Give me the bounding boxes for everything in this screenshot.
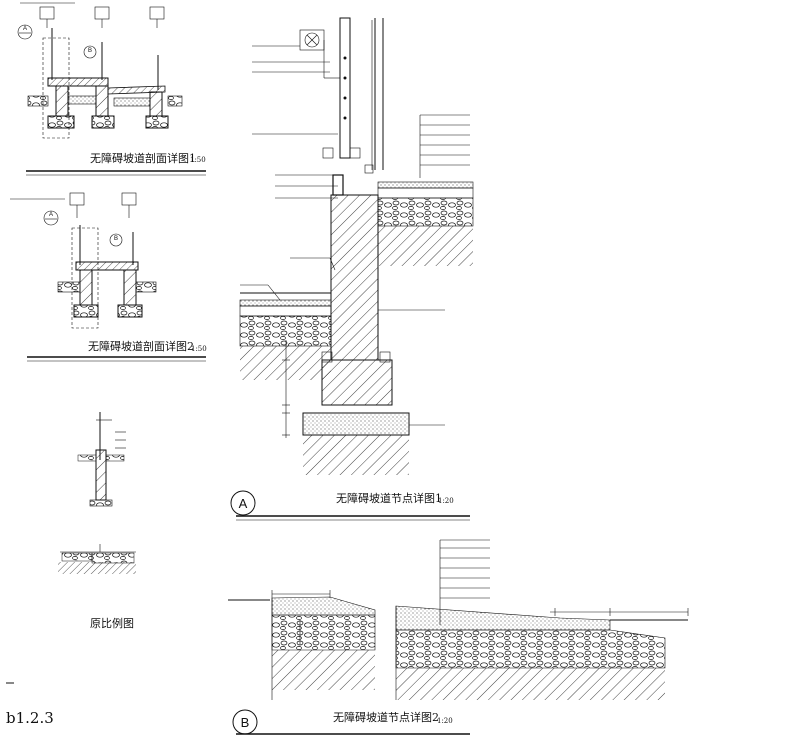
svg-text:B: B — [114, 236, 118, 242]
svg-text:A: A — [49, 212, 53, 218]
node2-scale: 1:20 — [437, 717, 453, 725]
node2-title: 无障碍坡道节点详图2 — [333, 710, 439, 724]
svg-text:B: B — [88, 48, 92, 54]
callout-a-marker-2: A — [43, 210, 59, 226]
sheet-number: b1.2.3 — [6, 709, 54, 727]
svg-text:A: A — [23, 26, 27, 32]
node-detail-2: B 无障碍坡道节点详图2 1:20 — [228, 539, 689, 735]
callout-b-marker-2: B — [109, 233, 123, 247]
section-detail-2: A B 无障碍坡道剖面详图2 1:50 — [10, 192, 207, 362]
node1-title: 无障碍坡道节点详图1 — [336, 491, 442, 505]
node1-marker: A — [230, 490, 256, 516]
node2-marker: B — [232, 709, 258, 735]
original-scale-title: 原比例图 — [90, 616, 134, 630]
original-scale-detail: 原比例图 — [58, 412, 136, 630]
section2-scale: 1:50 — [191, 345, 207, 353]
svg-text:B: B — [241, 715, 250, 730]
section1-title: 无障碍坡道剖面详图1 — [90, 151, 196, 165]
node1-scale: 1:20 — [438, 497, 454, 505]
section2-title: 无障碍坡道剖面详图2 — [88, 339, 194, 353]
callout-a-marker: A — [17, 24, 33, 40]
section1-scale: 1:50 — [190, 156, 206, 164]
node-detail-1: A 无障碍坡道节点详图1 1:20 — [230, 17, 474, 521]
svg-text:A: A — [239, 496, 248, 511]
section-detail-1: A B 无障碍坡道剖面详图1 1:50 — [17, 2, 206, 176]
callout-b-marker: B — [83, 45, 97, 59]
